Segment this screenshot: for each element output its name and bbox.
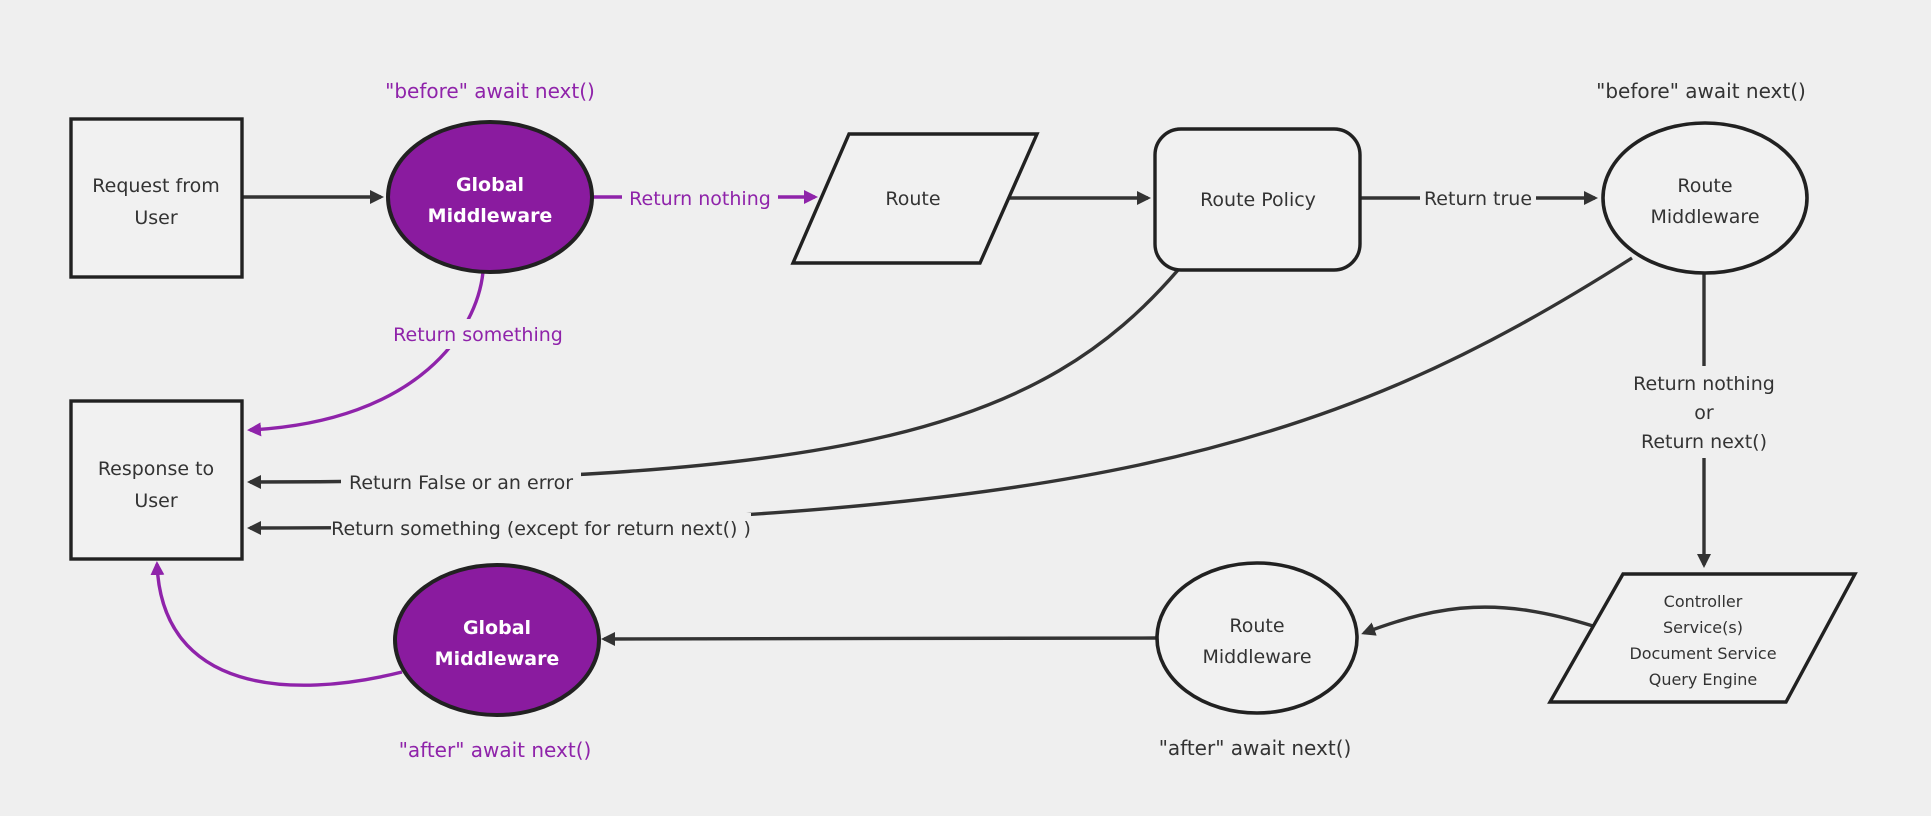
route-middleware-bottom-line2: Middleware [1202, 646, 1311, 668]
request-from-user-line2: User [134, 207, 177, 229]
route-middleware-bottom-ellipse [1155, 561, 1359, 715]
after-await-next-global-annotation: "after" await next() [399, 738, 592, 762]
node-route-middleware-top: Route Middleware [1601, 121, 1809, 275]
route-middleware-bottom-line1: Route [1229, 615, 1284, 637]
before-await-next-global-annotation: "before" await next() [385, 79, 595, 103]
edge-global-middleware-bottom-to-response [150, 561, 403, 687]
node-route-middleware-bottom: Route Middleware [1155, 561, 1359, 715]
route-policy-box [1153, 127, 1362, 272]
return-false-or-error-label: Return False or an error [349, 472, 573, 494]
controller-line4: Query Engine [1649, 670, 1758, 689]
return-nothing-or-label-bg [1622, 366, 1786, 458]
node-global-middleware-bottom: Global Middleware [393, 563, 601, 717]
global-middleware-top-line1: Global [456, 174, 524, 196]
global-middleware-bottom-ellipse [393, 563, 601, 717]
route-label: Route [885, 188, 940, 210]
route-policy-label: Route Policy [1200, 189, 1316, 211]
response-to-user-line1: Response to [98, 458, 214, 480]
response-to-user-box [69, 399, 244, 561]
node-route: Route [790, 132, 1040, 265]
edge-labels: Return nothing Return true Return someth… [331, 183, 1786, 543]
controller-line2: Service(s) [1663, 618, 1743, 637]
return-something-except-label: Return something (except for return next… [331, 518, 751, 540]
global-middleware-bottom-line1: Global [463, 617, 531, 639]
node-global-middleware-top: Global Middleware [386, 120, 594, 274]
edge-global-middleware-return-something-to-response [247, 271, 485, 437]
global-middleware-top-ellipse [386, 120, 594, 274]
node-response-to-user: Response to User [69, 399, 244, 561]
return-nothing-or-line3: Return next() [1641, 431, 1767, 453]
controller-line1: Controller [1664, 592, 1743, 611]
route-middleware-top-ellipse [1601, 121, 1809, 275]
return-false-label-bg [341, 467, 581, 497]
return-something-label: Return something [393, 324, 563, 346]
route-middleware-top-line1: Route [1677, 175, 1732, 197]
global-middleware-bottom-line2: Middleware [435, 648, 560, 670]
before-await-next-route-annotation: "before" await next() [1596, 79, 1806, 103]
edge-controller-to-route-middleware-bottom [1361, 605, 1594, 636]
return-nothing-label: Return nothing [629, 188, 771, 210]
node-controller-services: Controller Service(s) Document Service Q… [1547, 572, 1858, 704]
controller-services-parallelogram [1547, 572, 1858, 704]
node-route-policy: Route Policy [1153, 127, 1362, 272]
request-from-user-line1: Request from [92, 175, 219, 197]
controller-line3: Document Service [1629, 644, 1776, 663]
return-nothing-label-bg [622, 183, 778, 213]
return-something-except-label-bg [331, 513, 751, 543]
edges [150, 190, 1711, 687]
annotations: "before" await next() "before" await nex… [385, 79, 1806, 762]
request-from-user-box [69, 117, 244, 279]
return-something-label-bg [392, 319, 564, 349]
response-to-user-line2: User [134, 490, 177, 512]
route-middleware-top-line2: Middleware [1650, 206, 1759, 228]
after-await-next-route-annotation: "after" await next() [1159, 736, 1352, 760]
return-nothing-or-line2: or [1694, 402, 1714, 424]
edge-route-middleware-bottom-to-global-middleware-bottom [601, 631, 1158, 646]
edge-route-policy-to-response [247, 268, 1180, 489]
return-true-label-bg [1420, 183, 1536, 213]
return-nothing-or-line1: Return nothing [1633, 373, 1775, 395]
node-request-from-user: Request from User [69, 117, 244, 279]
global-middleware-top-line2: Middleware [428, 205, 553, 227]
route-parallelogram [790, 132, 1040, 265]
return-true-label: Return true [1424, 188, 1532, 210]
